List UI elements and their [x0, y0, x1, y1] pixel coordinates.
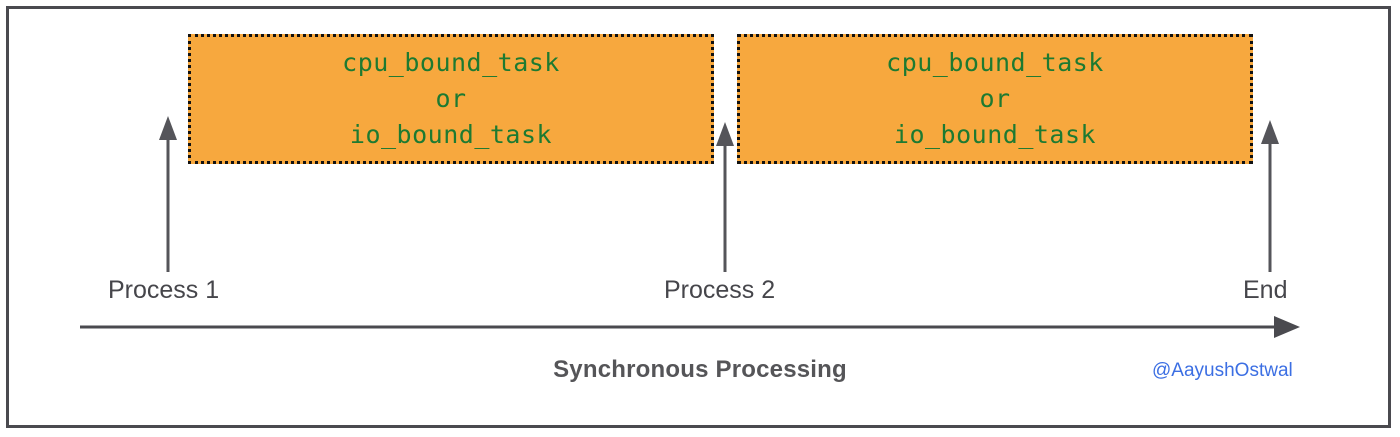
tick-label-end: End	[1243, 276, 1288, 304]
author-credit: @AayushOstwal	[1152, 360, 1293, 381]
task-box-1-line-1: cpu_bound_task	[342, 48, 560, 77]
tick-label-process-2: Process 2	[664, 276, 776, 304]
up-arrow-end-icon	[1261, 120, 1279, 272]
task-box-process-1: cpu_bound_task or io_bound_task	[188, 34, 714, 164]
task-box-2-line-3: io_bound_task	[893, 120, 1097, 149]
task-box-1-line-2: or	[435, 84, 467, 113]
task-box-process-2: cpu_bound_task or io_bound_task	[737, 34, 1253, 164]
task-box-2-line-1: cpu_bound_task	[886, 48, 1104, 77]
task-box-2-line-2: or	[979, 84, 1011, 113]
task-box-1-line-3: io_bound_task	[349, 120, 553, 149]
timeline-axis-arrow	[80, 316, 1300, 338]
diagram-caption: Synchronous Processing	[553, 356, 847, 383]
up-arrow-process-1-icon	[159, 116, 177, 272]
up-arrow-process-2-icon	[716, 122, 734, 272]
tick-label-process-1: Process 1	[108, 276, 220, 304]
